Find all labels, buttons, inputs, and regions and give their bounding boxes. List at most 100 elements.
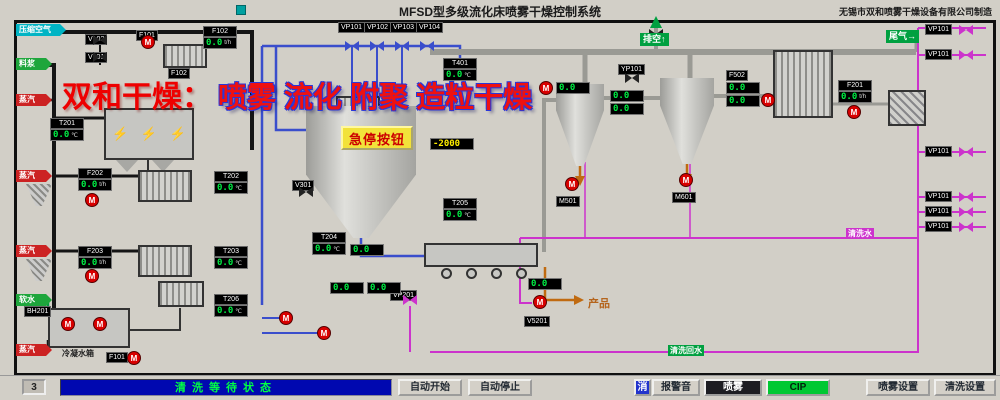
meter-tag: T203 — [214, 246, 248, 257]
pump-icon[interactable]: M — [679, 173, 693, 187]
pump-icon[interactable]: M — [317, 326, 331, 340]
manufacturer-label: 无锡市双和喷雾干燥设备有限公司制造 — [838, 7, 992, 17]
meter-tag: T202 — [214, 171, 248, 182]
button-spray[interactable]: 喷雾 — [704, 379, 762, 396]
pump-icon[interactable]: M — [85, 269, 99, 283]
meter-tag: F201 — [838, 80, 872, 91]
valve-icon[interactable] — [625, 73, 639, 83]
valve-icon[interactable] — [93, 35, 107, 45]
valve-icon[interactable] — [959, 192, 973, 202]
valve-icon[interactable] — [959, 222, 973, 232]
stream-label-蒸汽: 蒸汽 — [16, 170, 52, 182]
meter-tag: F203 — [78, 246, 112, 257]
condenser-tower — [773, 50, 833, 118]
status-bar: 清洗等待状态 — [60, 379, 392, 396]
page-number-box[interactable]: 3 — [22, 379, 46, 395]
valve-icon[interactable] — [93, 52, 107, 62]
diagram-frame — [14, 20, 996, 376]
instrument-tag-VP101: VP101 — [925, 49, 953, 60]
meter-tag: F102 — [203, 26, 237, 37]
pump-icon[interactable]: M — [61, 317, 75, 331]
button-wash-settings[interactable]: 清洗设置 — [934, 379, 996, 396]
button-alarm-mute[interactable]: 消 — [634, 379, 651, 396]
emergency-stop-button[interactable]: 急停按钮 — [341, 126, 413, 150]
value-display: 0.0 — [726, 82, 760, 94]
label-尾气: 尾气→ — [886, 30, 920, 43]
stream-label-软水: 软水 — [16, 294, 52, 306]
valve-icon[interactable] — [345, 41, 359, 51]
button-alarm-sound[interactable]: 报警音 — [652, 379, 700, 396]
pump-icon[interactable]: M — [279, 311, 293, 325]
instrument-tag-M601: M601 — [672, 192, 696, 203]
valve-icon[interactable] — [420, 41, 434, 51]
steam-heater-f202 — [138, 170, 192, 202]
meter-tag: T201 — [50, 118, 84, 129]
fluid-bed-wheel — [466, 268, 477, 279]
stream-label-蒸汽: 蒸汽 — [16, 245, 52, 257]
meter-tag: T205 — [443, 198, 477, 209]
valve-icon[interactable] — [395, 41, 409, 51]
fluid-bed-wheel — [491, 268, 502, 279]
meter-value: 0.0℃ — [443, 69, 477, 81]
pump-icon[interactable]: M — [533, 295, 547, 309]
pump-icon[interactable]: M — [565, 177, 579, 191]
instrument-tag-BH201: BH201 — [24, 306, 52, 317]
valve-icon[interactable] — [959, 25, 973, 35]
air-heater-f102 — [163, 44, 207, 68]
meter-tag: T204 — [312, 232, 346, 243]
meter-tag: T206 — [214, 294, 248, 305]
pump-icon[interactable]: M — [847, 105, 861, 119]
meter-value: 0.0℃ — [214, 305, 248, 317]
pump-icon[interactable]: M — [761, 93, 775, 107]
value-display: -2000 — [430, 138, 474, 150]
button-cip[interactable]: CIP — [766, 379, 830, 396]
steam-heater-f203 — [138, 245, 192, 277]
button-auto-stop[interactable]: 自动停止 — [468, 379, 532, 396]
valve-icon[interactable] — [959, 50, 973, 60]
button-spray-settings[interactable]: 喷雾设置 — [866, 379, 930, 396]
value-display: 0.0 — [330, 282, 364, 294]
titlebar: MFSD型多级流化床喷雾干燥控制系统 无锡市双和喷雾干燥设备有限公司制造 — [0, 0, 1000, 20]
valve-icon[interactable] — [959, 147, 973, 157]
meter-value: 0.0℃ — [50, 129, 84, 141]
label-产品: 产品 — [588, 298, 610, 310]
pump-icon[interactable]: M — [539, 81, 553, 95]
meter-value: 0.0℃ — [214, 257, 248, 269]
label-排空: 排空↑ — [640, 33, 669, 46]
instrument-tag-M501: M501 — [556, 196, 580, 207]
value-display: 0.0 — [528, 278, 562, 290]
value-display: 0.0 — [610, 90, 644, 102]
stream-label-蒸汽: 蒸汽 — [16, 344, 52, 356]
instrument-tag-VP101: VP101 — [925, 146, 953, 157]
instrument-tag-VP102: VP102 — [364, 22, 392, 33]
instrument-tag-VP101: VP101 — [925, 221, 953, 232]
window-title: MFSD型多级流化床喷雾干燥控制系统 — [399, 5, 601, 19]
bag-filter: ⚡ ⚡ ⚡ — [104, 108, 194, 160]
meter-value: 0.0℃ — [214, 182, 248, 194]
pump-icon[interactable]: M — [93, 317, 107, 331]
pump-icon[interactable]: M — [85, 193, 99, 207]
pump-icon[interactable]: M — [127, 351, 141, 365]
value-display: 0.0 — [556, 82, 590, 94]
bag-filter-hopper — [152, 160, 174, 172]
button-auto-start[interactable]: 自动开始 — [398, 379, 462, 396]
valve-icon[interactable] — [299, 187, 313, 197]
meter-tag: T401 — [443, 58, 477, 69]
valve-icon[interactable] — [403, 295, 417, 305]
instrument-tag-VP101: VP101 — [925, 206, 953, 217]
pump-icon[interactable]: M — [141, 35, 155, 49]
valve-icon[interactable] — [370, 41, 384, 51]
lightning-icon: ⚡ — [112, 126, 129, 141]
label-清洗水: 清洗水 — [846, 228, 874, 239]
instrument-tag-F101: F101 — [106, 352, 128, 363]
valve-icon[interactable] — [959, 207, 973, 217]
